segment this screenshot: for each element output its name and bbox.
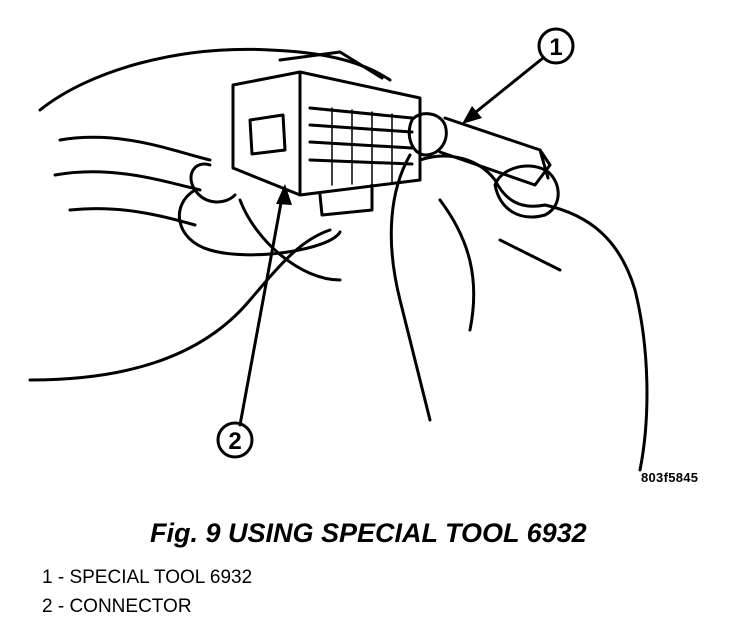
left-hand (28, 47, 392, 382)
special-tool-drawing (407, 112, 552, 187)
callout-2-circle (216, 421, 254, 459)
connector-drawing (231, 50, 422, 217)
callout-1-arrowhead (462, 106, 482, 124)
callout-2-leader (238, 190, 285, 427)
legend-item-special-tool: 1 - SPECIAL TOOL 6932 (42, 567, 253, 588)
illustration: 1 2 (28, 27, 649, 472)
callout-1-label: 1 (549, 34, 562, 61)
figure-caption: Fig. 9 USING SPECIAL TOOL 6932 (150, 518, 587, 548)
right-hand (389, 153, 649, 472)
callout-2-arrowhead (276, 184, 292, 205)
callout-1-leader (464, 56, 545, 122)
callout-2-label: 2 (228, 428, 241, 455)
callout-1-circle (537, 27, 575, 65)
legend-item-connector: 2 - CONNECTOR (42, 596, 192, 617)
figure-id: 803f5845 (641, 470, 699, 485)
